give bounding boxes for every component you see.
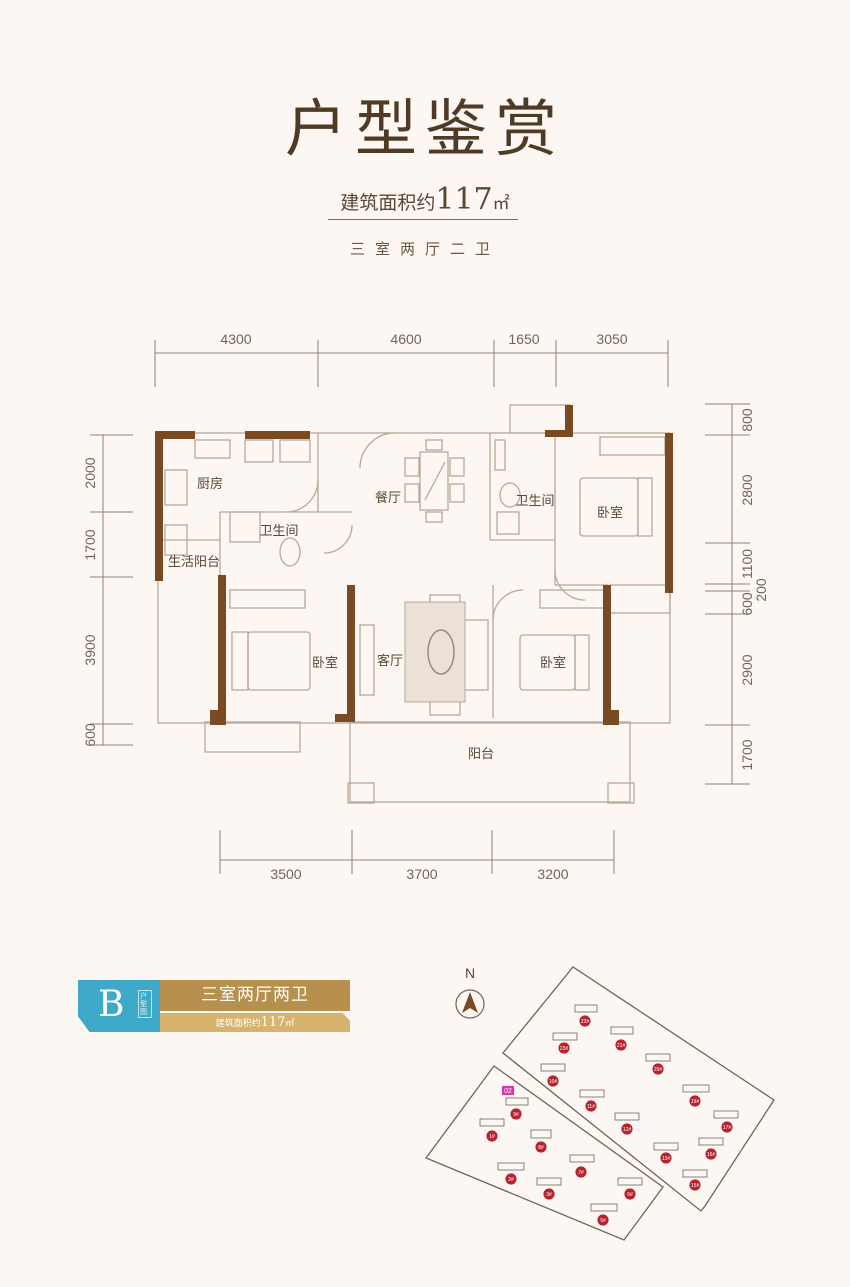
dim-top-3: 1650 xyxy=(508,331,539,347)
dimension-top xyxy=(154,340,669,387)
area-summary: 建筑面积约117㎡ xyxy=(300,182,550,217)
room-living: 客厅 xyxy=(377,653,403,669)
building-label: 7# xyxy=(578,1170,584,1176)
area-unit: ㎡ xyxy=(492,194,510,214)
layout-description: 三室两厅二卫 xyxy=(349,240,500,258)
room-bedroom-ne: 卧室 xyxy=(597,505,623,521)
dim-right-1: 800 xyxy=(739,408,755,432)
building-label: 1# xyxy=(489,1134,495,1140)
badge-area-unit: ㎡ xyxy=(285,1019,295,1029)
room-bathroom-2: 卫生间 xyxy=(515,494,554,509)
building-label: 9# xyxy=(513,1112,519,1118)
highlight-tag xyxy=(502,1086,514,1095)
dim-left-3: 3900 xyxy=(82,634,98,665)
room-bedroom-se: 卧室 xyxy=(540,655,566,671)
dim-right-7: 1700 xyxy=(739,739,755,770)
building-label: 15# xyxy=(691,1183,700,1189)
floorplan-walls xyxy=(155,405,673,725)
building-label: 13# xyxy=(662,1156,671,1162)
building-label: 12# xyxy=(623,1127,632,1133)
compass-icon xyxy=(455,989,485,1019)
room-bedroom-w: 卧室 xyxy=(312,655,338,671)
unit-type-badge: B 户型图 三室两厅两卫 建筑面积约117㎡ xyxy=(78,980,350,1032)
building-label: 19# xyxy=(691,1099,700,1105)
building-label: 3# xyxy=(546,1192,552,1198)
unit-letter-sub: 户型图 xyxy=(138,990,152,1018)
dim-right-2: 2800 xyxy=(739,474,755,505)
building-label: 5# xyxy=(600,1218,606,1224)
page-title: 户型鉴赏 xyxy=(284,92,565,165)
north-label: N xyxy=(465,965,475,981)
building-label: 6# xyxy=(627,1192,633,1198)
room-balcony: 阳台 xyxy=(468,747,494,762)
building-label: 17# xyxy=(723,1125,732,1131)
dim-bottom-3: 3200 xyxy=(537,866,568,882)
building-label: 22# xyxy=(581,1019,590,1025)
building-label: 11# xyxy=(587,1104,595,1110)
building-label: 21# xyxy=(617,1043,626,1049)
building-label: 16# xyxy=(707,1152,716,1158)
north-arrow-icon xyxy=(462,992,478,1013)
area-value: 117 xyxy=(435,182,493,217)
rug xyxy=(404,601,466,703)
title-divider xyxy=(328,219,518,220)
dim-right-3: 1100 xyxy=(739,549,755,579)
unit-letter-block: B 户型图 xyxy=(78,980,160,1032)
dim-right-4: 200 xyxy=(753,578,769,602)
room-dining: 餐厅 xyxy=(375,490,401,506)
dimension-bottom xyxy=(219,830,615,874)
dim-top-2: 4600 xyxy=(390,331,421,347)
highlight-tag-label: 02 xyxy=(504,1088,512,1095)
room-bathroom-1: 卫生间 xyxy=(259,524,298,539)
building-label: 10# xyxy=(549,1079,558,1085)
building-label: 2# xyxy=(508,1177,514,1183)
dimension-right xyxy=(705,403,750,785)
area-prefix: 建筑面积约 xyxy=(340,192,436,214)
dim-left-1: 2000 xyxy=(82,457,98,488)
dim-right-5: 600 xyxy=(739,592,755,616)
building-label: 20# xyxy=(654,1067,663,1073)
dim-bottom-1: 3500 xyxy=(270,866,301,882)
dim-right-6: 2900 xyxy=(739,654,755,685)
badge-area-prefix: 建筑面积约 xyxy=(215,1019,261,1029)
site-plan: N 22# 23# 21# 20# 10# 11# 19# 12# 17# xyxy=(424,965,775,1241)
badge-title: 三室两厅两卫 xyxy=(160,980,350,1011)
dim-top-1: 4300 xyxy=(220,331,251,347)
unit-letter: B xyxy=(98,984,125,1025)
badge-area: 建筑面积约117㎡ xyxy=(160,1013,350,1032)
dim-left-2: 1700 xyxy=(82,529,98,560)
dim-top-4: 3050 xyxy=(596,331,627,347)
dim-left-4: 600 xyxy=(82,723,98,747)
room-kitchen: 厨房 xyxy=(197,476,223,492)
coffee-table xyxy=(427,629,455,675)
badge-area-value: 117 xyxy=(260,1015,286,1030)
dimension-left xyxy=(90,434,133,746)
site-block-west xyxy=(424,1065,664,1241)
room-utility-balcony: 生活阳台 xyxy=(168,555,220,570)
building-label: 8# xyxy=(538,1145,544,1151)
dim-bottom-2: 3700 xyxy=(406,866,437,882)
building-label: 23# xyxy=(560,1046,569,1052)
site-block-east xyxy=(502,966,775,1212)
